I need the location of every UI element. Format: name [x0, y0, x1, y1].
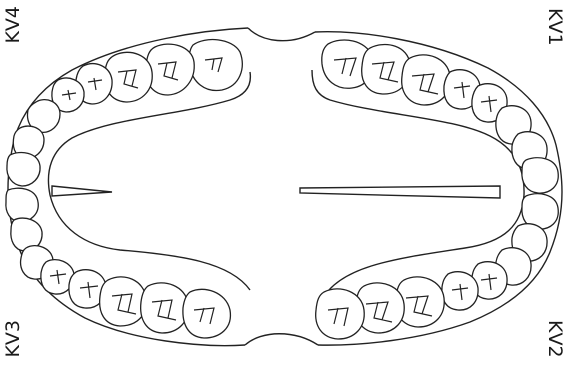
tooth-kv4-molar-3 — [189, 40, 242, 91]
quadrant-kv1-teeth — [322, 40, 559, 193]
tooth-kv3-molar-1 — [100, 277, 147, 326]
quadrant-label-kv4: KV4 — [4, 6, 23, 44]
tooth-kv3-central-incisor — [6, 188, 38, 222]
palatal-raphe-right — [300, 186, 500, 198]
quadrant-kv3-teeth — [6, 188, 231, 338]
tooth-kv3-molar-3 — [183, 289, 231, 338]
tooth-kv2-premolar-2 — [442, 272, 478, 310]
palate-bottom-curve — [245, 334, 318, 345]
quadrant-kv2-teeth — [316, 194, 559, 339]
quadrant-label-kv3: KV3 — [4, 320, 23, 358]
tooth-kv2-molar-3 — [316, 289, 365, 339]
tooth-kv4-central-incisor — [7, 153, 40, 186]
quadrant-label-kv1: KV1 — [545, 8, 564, 46]
tooth-kv3-molar-2 — [141, 283, 189, 333]
quadrant-label-kv2: KV2 — [545, 320, 564, 358]
tooth-kv1-central-incisor — [522, 158, 558, 193]
palate-top-curve — [248, 28, 315, 41]
palatal-raphe-left — [52, 186, 112, 196]
tooth-kv4-molar-2 — [146, 44, 195, 95]
tooth-kv1-molar-1 — [402, 55, 451, 105]
quadrant-kv4-teeth — [7, 40, 242, 186]
